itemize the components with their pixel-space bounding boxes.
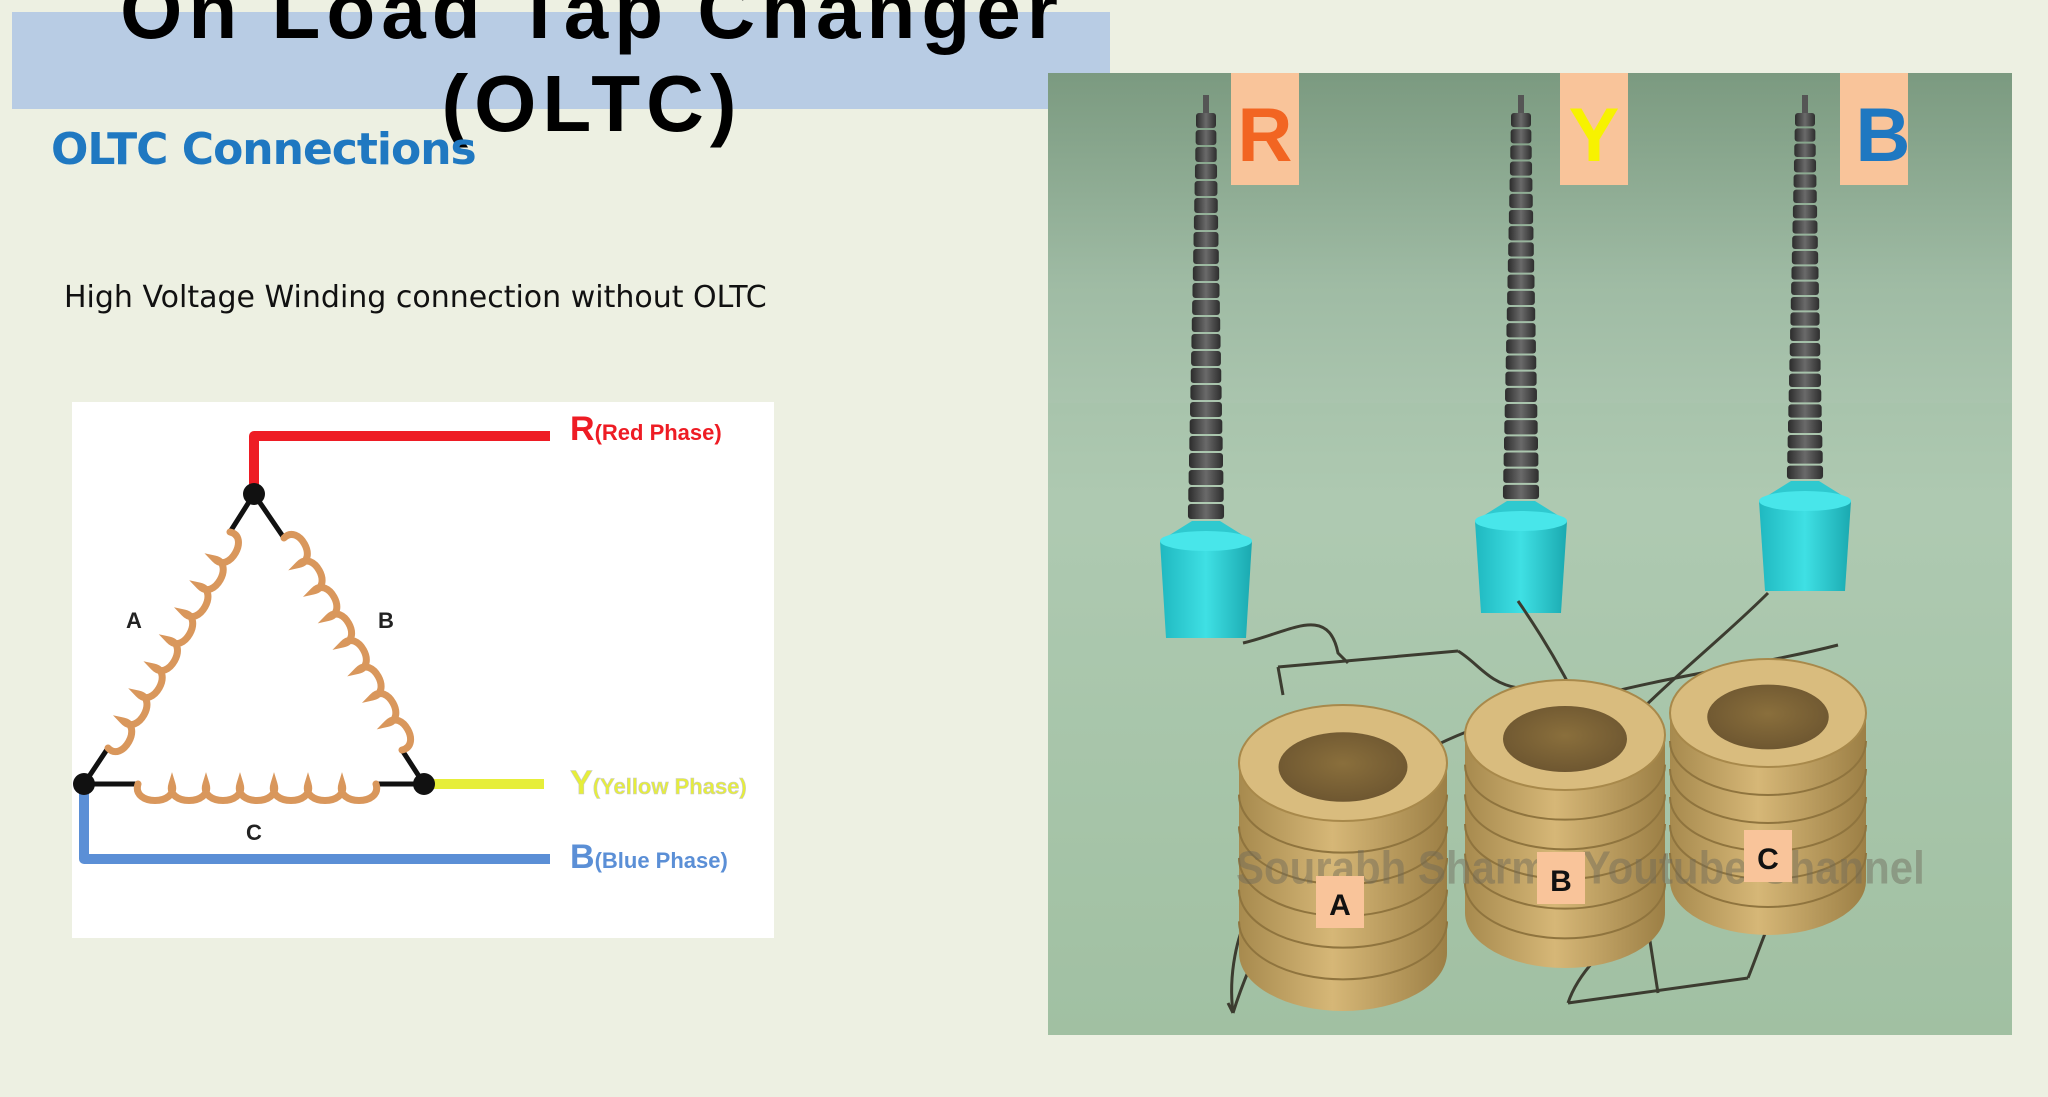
transformer-3d-illustration: Sourabh Sharma Youtube Channel A B C R Y… (1048, 73, 2012, 1035)
bushing-b (1759, 95, 1851, 591)
bushing-r (1160, 95, 1252, 638)
winding-label-b: B (378, 608, 394, 633)
bushing-label-b: B (1840, 73, 1910, 185)
bushing-label-y: Y (1560, 73, 1628, 185)
coil-label-a: A (1316, 876, 1364, 928)
winding-label-c: C (246, 820, 262, 845)
coil-c (1669, 658, 1867, 935)
diagram-caption: High Voltage Winding connection without … (64, 280, 767, 315)
right-node (413, 773, 435, 795)
top-node (243, 483, 265, 505)
red-phase-lead (249, 431, 550, 494)
svg-text:B: B (1550, 865, 1572, 898)
coil-winding-c (133, 772, 381, 804)
coil-label-b: B (1537, 852, 1585, 904)
delta-winding-diagram: A B C R(Red Phase) Y(Yellow Phase) B(Blu… (72, 402, 774, 938)
coil-b (1464, 679, 1666, 968)
blue-phase-lead (79, 784, 550, 864)
bushing-label-r: R (1231, 73, 1299, 185)
winding-label-a: A (126, 608, 142, 633)
yellow-phase-label: Y(Yellow Phase) (570, 764, 747, 802)
svg-text:B: B (1856, 93, 1911, 178)
page-title: On Load Tap Changer (OLTC) (120, 0, 1064, 148)
coil-winding-a (104, 528, 242, 755)
section-subtitle: OLTC Connections (51, 124, 477, 175)
bushing-y (1475, 95, 1567, 613)
svg-text:A: A (1329, 889, 1351, 922)
red-phase-label: R(Red Phase) (570, 410, 722, 448)
blue-phase-label: B(Blue Phase) (570, 838, 728, 876)
title-banner (12, 12, 1110, 109)
left-node (73, 773, 95, 795)
svg-text:R: R (1238, 93, 1293, 178)
svg-text:C: C (1757, 843, 1779, 876)
svg-text:Y: Y (1569, 93, 1620, 178)
coil-winding-b (280, 531, 415, 754)
coil-label-c: C (1744, 830, 1792, 882)
